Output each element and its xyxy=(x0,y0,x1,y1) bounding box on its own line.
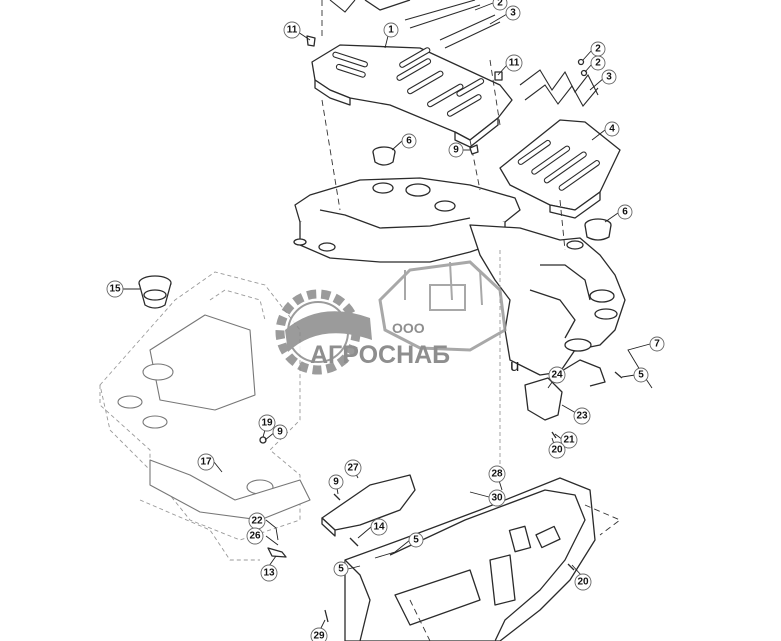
svg-text:9: 9 xyxy=(333,477,339,488)
svg-text:15: 15 xyxy=(109,284,121,295)
svg-text:7: 7 xyxy=(654,339,660,350)
callout-c2a: 2 xyxy=(492,0,508,11)
callout-c2c: 2 xyxy=(590,55,606,71)
svg-text:23: 23 xyxy=(576,411,588,422)
callout-c13: 13 xyxy=(260,564,278,582)
callout-c11b: 11 xyxy=(505,54,523,72)
svg-text:9: 9 xyxy=(277,427,283,438)
callout-c6a: 6 xyxy=(401,133,417,149)
svg-text:28: 28 xyxy=(491,469,503,480)
callout-c23: 23 xyxy=(573,407,591,425)
combine-harvester-logo-icon xyxy=(378,260,507,352)
callout-c20a: 20 xyxy=(548,441,566,459)
hardware-bolts xyxy=(259,35,623,623)
svg-text:11: 11 xyxy=(509,58,520,69)
callout-c4: 4 xyxy=(604,121,620,137)
callout-c9a: 9 xyxy=(448,142,464,158)
watermark-company-name: АГРОСНАБ xyxy=(310,341,450,369)
callout-c1: 1 xyxy=(383,22,399,38)
callout-c28: 28 xyxy=(488,465,506,483)
svg-text:20: 20 xyxy=(577,577,589,588)
grommet-6-right xyxy=(584,218,612,241)
springs-right xyxy=(519,69,599,107)
grommet-6-left xyxy=(372,146,396,166)
callout-c24: 24 xyxy=(548,366,566,384)
callout-c9c: 9 xyxy=(328,474,344,490)
callout-c2b: 2 xyxy=(590,41,606,57)
callout-c21: 21 xyxy=(560,431,578,449)
svg-text:30: 30 xyxy=(491,493,503,504)
svg-text:5: 5 xyxy=(638,370,644,381)
callout-c5a: 5 xyxy=(633,367,649,383)
alignment-lines xyxy=(321,0,621,641)
svg-text:2: 2 xyxy=(497,0,503,9)
svg-text:6: 6 xyxy=(622,207,628,218)
svg-text:13: 13 xyxy=(263,568,275,579)
callout-c19: 19 xyxy=(258,414,276,432)
svg-text:24: 24 xyxy=(551,370,563,381)
callout-c9b: 9 xyxy=(272,424,288,440)
svg-text:6: 6 xyxy=(406,136,412,147)
svg-text:4: 4 xyxy=(609,124,615,135)
lower-housing xyxy=(344,477,596,641)
svg-text:2: 2 xyxy=(595,58,601,69)
svg-text:27: 27 xyxy=(347,463,359,474)
watermark-company-prefix: ООО xyxy=(392,320,425,336)
svg-text:5: 5 xyxy=(413,535,419,546)
seat-pad-4 xyxy=(499,119,621,219)
svg-text:1: 1 xyxy=(388,25,394,36)
seat-base xyxy=(293,177,521,263)
svg-text:3: 3 xyxy=(510,8,516,19)
seat-pad-1 xyxy=(311,44,513,148)
callout-c30: 30 xyxy=(488,489,506,507)
callout-c11a: 11 xyxy=(283,21,301,39)
callout-c27: 27 xyxy=(344,459,362,477)
callout-c3a: 3 xyxy=(505,5,521,21)
callout-c26: 26 xyxy=(246,527,264,545)
svg-text:22: 22 xyxy=(251,516,263,527)
callout-c15: 15 xyxy=(106,280,124,298)
svg-text:20: 20 xyxy=(551,445,563,456)
svg-text:11: 11 xyxy=(287,25,298,36)
callout-c7: 7 xyxy=(649,336,665,352)
svg-text:3: 3 xyxy=(606,72,612,83)
callout-c5c: 5 xyxy=(333,561,349,577)
top-fragments xyxy=(329,0,501,49)
svg-text:26: 26 xyxy=(249,531,261,542)
svg-text:2: 2 xyxy=(595,44,601,55)
agrosnab-watermark: ООО АГРОСНАБ xyxy=(275,260,507,375)
svg-text:21: 21 xyxy=(563,435,575,446)
left-frame-assembly xyxy=(99,271,311,561)
callout-c6b: 6 xyxy=(617,204,633,220)
svg-text:17: 17 xyxy=(200,457,212,468)
grommet-15 xyxy=(138,275,172,309)
gear-logo-icon xyxy=(275,289,372,375)
callout-c5b: 5 xyxy=(408,532,424,548)
svg-text:9: 9 xyxy=(453,145,459,156)
svg-text:29: 29 xyxy=(313,631,325,641)
svg-text:19: 19 xyxy=(261,418,273,429)
svg-text:5: 5 xyxy=(338,564,344,575)
callout-c29: 29 xyxy=(310,627,328,641)
cover-27 xyxy=(321,474,416,537)
svg-text:14: 14 xyxy=(373,522,385,533)
callout-c14: 14 xyxy=(370,518,388,536)
stray-glyph: u xyxy=(510,356,519,375)
callout-c17: 17 xyxy=(197,453,215,471)
callout-c20b: 20 xyxy=(574,573,592,591)
callout-c22: 22 xyxy=(248,512,266,530)
bracket-24 xyxy=(524,377,563,421)
right-console xyxy=(469,224,626,387)
callout-c3b: 3 xyxy=(601,69,617,85)
